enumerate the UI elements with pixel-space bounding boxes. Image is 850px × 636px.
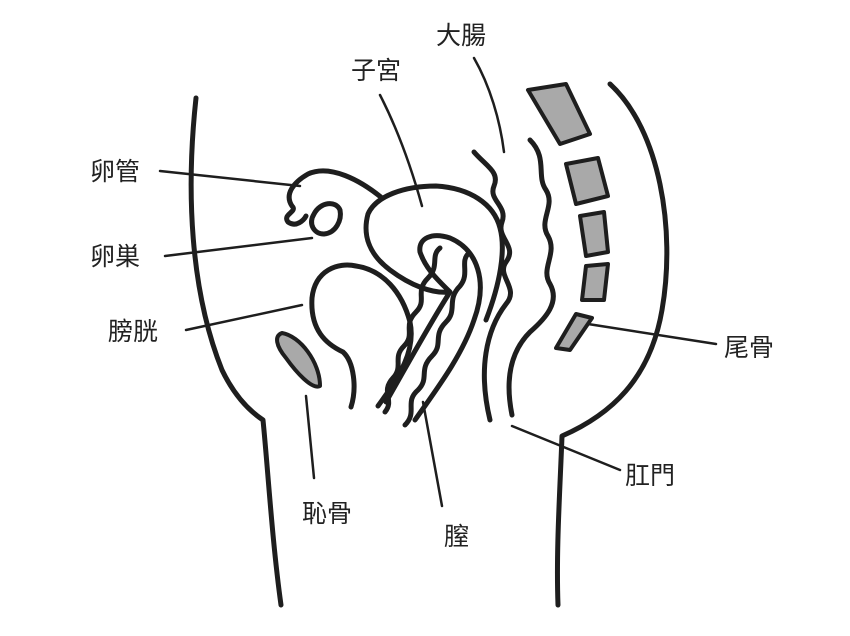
label-ovary: 卵巣 bbox=[90, 242, 140, 271]
vertebra-5 bbox=[554, 312, 594, 352]
label-oviduct: 卵管 bbox=[90, 157, 140, 186]
leader-bladder bbox=[184, 303, 304, 332]
label-vagina: 膣 bbox=[444, 522, 469, 551]
leader-ovary bbox=[163, 236, 314, 258]
oviduct-shape bbox=[284, 168, 385, 227]
large-intestine-wall-right bbox=[506, 137, 556, 418]
vagina-wall-right bbox=[402, 251, 471, 428]
leader-anus bbox=[510, 424, 622, 472]
label-coccyx: 尾骨 bbox=[724, 333, 774, 362]
leader-vagina bbox=[421, 400, 444, 508]
leader-coccyx bbox=[586, 322, 718, 346]
leader-uterus bbox=[378, 93, 424, 208]
leader-large-intestine bbox=[472, 56, 506, 154]
vagina-wall-left bbox=[382, 245, 443, 415]
leader-oviduct bbox=[158, 169, 302, 188]
leader-pubic-bone bbox=[304, 394, 316, 480]
pubic-bone-shape bbox=[275, 331, 322, 389]
vertebra-2 bbox=[564, 156, 610, 206]
vertebra-3 bbox=[578, 210, 610, 258]
label-bladder: 膀胱 bbox=[108, 317, 158, 346]
body-outline-front bbox=[188, 95, 284, 608]
label-anus: 肛門 bbox=[625, 461, 675, 490]
ovary-shape bbox=[309, 201, 343, 237]
body-outline-back bbox=[554, 81, 670, 608]
large-intestine-wall-left bbox=[471, 149, 513, 423]
label-uterus: 子宮 bbox=[351, 56, 401, 85]
vertebra-1 bbox=[526, 82, 592, 146]
vertebra-4 bbox=[580, 262, 610, 302]
label-pubic-bone: 恥骨 bbox=[302, 499, 352, 528]
label-large-intestine: 大腸 bbox=[436, 21, 486, 50]
